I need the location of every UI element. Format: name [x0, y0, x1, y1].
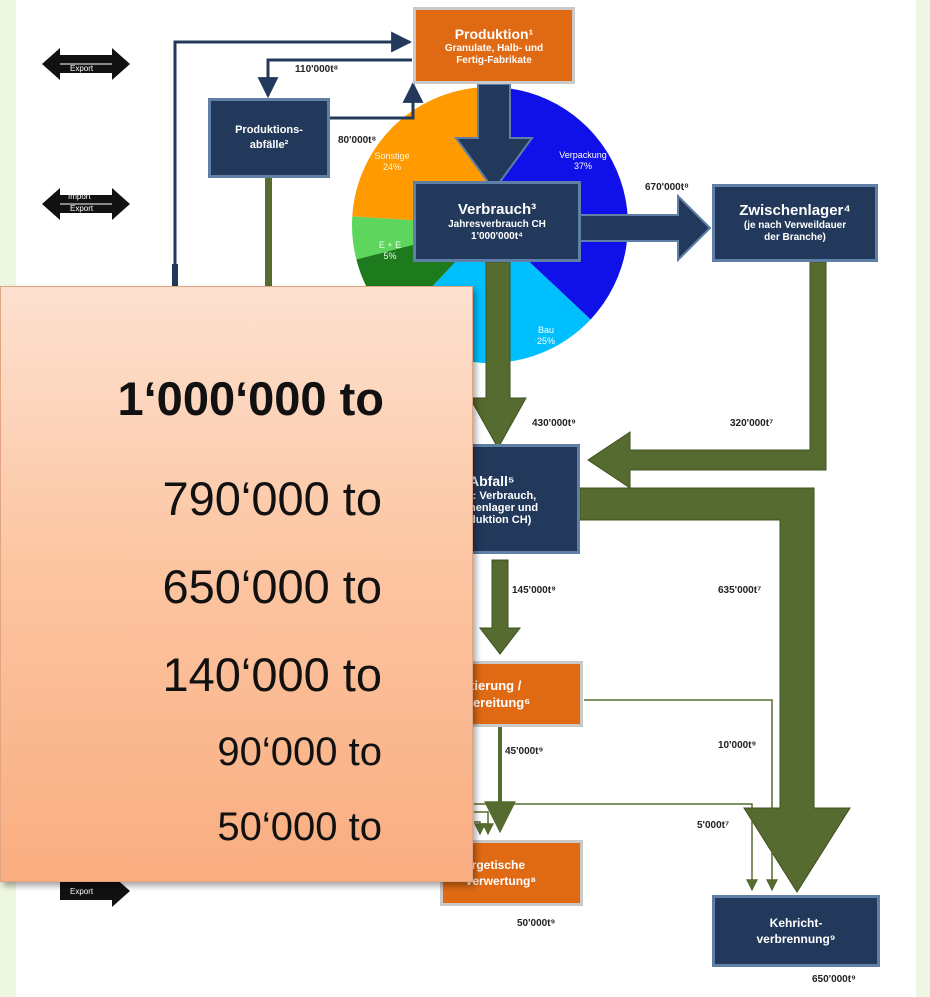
- node-zwischenlager-title: Zwischenlager⁴: [739, 202, 851, 219]
- node-abfall-title: Abfall⁵: [469, 473, 515, 489]
- flow-line-left-to-energetische-a: [474, 811, 494, 836]
- flow-label-145000: 145'000t⁹: [512, 585, 556, 596]
- pie-label-sonstige: Sonstige 24%: [362, 151, 422, 173]
- node-abfall-sub2: henlager und: [469, 502, 539, 514]
- pie-label-ee-name: E + E: [378, 240, 402, 250]
- node-produktionsabfaelle: Produktions- abfälle²: [208, 98, 330, 178]
- flow-line-abfaelle-to-produktion: [330, 81, 424, 120]
- node-verbrauch-sub2: 1'000'000t⁴: [471, 230, 523, 242]
- node-kehricht-line1: Kehricht-: [769, 916, 823, 930]
- flow-label-45000: 45'000t⁹: [505, 746, 544, 757]
- node-produktion-sub2: Fertig-Fabrikate: [456, 54, 532, 66]
- flow-arrow-produktion-to-verbrauch: [454, 83, 534, 192]
- pie-label-bau-pct: 25%: [536, 336, 555, 346]
- flow-label-670000: 670'000t⁸: [645, 182, 689, 193]
- flow-arrow-zwischenlager-to-abfall: [587, 261, 827, 489]
- pie-label-bau-name: Bau: [537, 325, 554, 335]
- flow-label-110000: 110'000t⁸: [295, 64, 339, 75]
- callout-line-2: 790‘000 to: [162, 472, 382, 525]
- node-energetische-line1: ergetische: [465, 858, 526, 872]
- node-zwischenlager: Zwischenlager⁴ (je nach Verweildauer der…: [712, 184, 878, 262]
- pie-label-sonstige-name: Sonstige: [374, 151, 410, 161]
- node-kehrichtverbrennung: Kehricht- verbrennung⁹: [712, 895, 880, 967]
- flow-line-sortierung-to-kehricht: [584, 699, 778, 892]
- callout-line-5: 90‘000 to: [217, 730, 382, 774]
- callout-line-3: 650‘000 to: [162, 560, 382, 613]
- node-produktion-title: Produktion¹: [454, 25, 534, 42]
- flow-label-320000: 320'000t⁷: [730, 418, 774, 429]
- flow-line-import-left: [172, 264, 178, 288]
- import-export-arrow-3: [60, 875, 130, 907]
- flow-arrow-verbrauch-to-abfall: [469, 261, 527, 450]
- import-export-arrow-1: [42, 48, 130, 80]
- flow-label-430000: 430'000t⁹: [532, 418, 576, 429]
- flow-line-import-to-produktion: [173, 31, 413, 300]
- export-label-2: Export: [70, 204, 94, 213]
- node-sortierung-line1: rtierung /: [465, 678, 522, 693]
- node-energetische-line2: Verwertung⁸: [465, 874, 537, 888]
- pie-label-sonstige-pct: 24%: [382, 162, 401, 172]
- pie-label-ee: E + E 5%: [360, 240, 420, 262]
- flow-label-50000: 50'000t⁹: [517, 918, 556, 929]
- export-label-3: Export: [70, 887, 94, 896]
- node-zwischenlager-sub1: (je nach Verweildauer: [743, 220, 847, 231]
- flow-label-10000: 10'000t⁹: [718, 740, 757, 751]
- flow-arrow-abfall-to-sortierung: [478, 559, 522, 655]
- node-verbrauch: Verbrauch³ Jahresverbrauch CH 1'000'000t…: [413, 181, 581, 262]
- callout-line-6: 50‘000 to: [217, 805, 382, 849]
- node-abfall: Abfall⁵ (: Verbrauch, henlager und dukti…: [440, 444, 580, 554]
- import-label-1: Import: [68, 40, 91, 49]
- node-sortierung-line2: bereitung⁶: [465, 695, 531, 710]
- pie-label-ee-pct: 5%: [383, 251, 397, 261]
- callout-line-1: 1‘000‘000 to: [117, 372, 384, 425]
- node-produktionsabfaelle-line1: Produktions-: [235, 124, 303, 136]
- node-produktionsabfaelle-line2: abfälle²: [249, 139, 289, 151]
- node-zwischenlager-sub2: der Branche): [764, 232, 826, 243]
- node-produktion-sub1: Granulate, Halb- und: [444, 42, 544, 54]
- node-verbrauch-title: Verbrauch³: [457, 200, 537, 218]
- flow-label-635000: 635'000t⁷: [718, 585, 762, 596]
- flow-label-5000: 5'000t⁷: [697, 820, 730, 831]
- flow-arrow-verbrauch-to-zwischenlager: [579, 193, 712, 263]
- pie-label-verpackung-pct: 37%: [573, 161, 592, 171]
- tonnage-callout: 1‘000‘000 to 790‘000 to 650‘000 to 140‘0…: [0, 286, 473, 882]
- export-label-1: Export: [70, 64, 94, 73]
- node-abfall-sub1: (: Verbrauch,: [469, 490, 537, 502]
- flow-line-5000-to-kehricht: [474, 803, 758, 892]
- flow-line-produktion-to-abfaelle: [257, 58, 412, 99]
- pie-label-bau: Bau 25%: [526, 325, 566, 347]
- node-kehricht-line2: verbrennung⁹: [756, 932, 836, 946]
- flow-arrow-abfall-to-kehricht: [579, 487, 851, 893]
- node-verbrauch-sub1: Jahresverbrauch CH: [448, 218, 546, 230]
- callout-line-4: 140‘000 to: [162, 648, 382, 701]
- flow-label-650000: 650'000t⁹: [812, 974, 856, 985]
- node-abfall-sub3: duktion CH): [469, 514, 532, 526]
- node-produktion: Produktion¹ Granulate, Halb- und Fertig-…: [413, 7, 575, 84]
- import-export-arrow-2: [42, 188, 130, 220]
- pie-label-verpackung: Verpackung 37%: [548, 150, 618, 172]
- import-label-2: Import: [68, 192, 91, 201]
- flow-label-80000: 80'000t⁸: [338, 135, 377, 146]
- flow-line-left-to-energetische-b: [474, 821, 486, 836]
- pie-label-verpackung-name: Verpackung: [559, 150, 607, 160]
- flow-line-abfaelle-down: [265, 178, 272, 288]
